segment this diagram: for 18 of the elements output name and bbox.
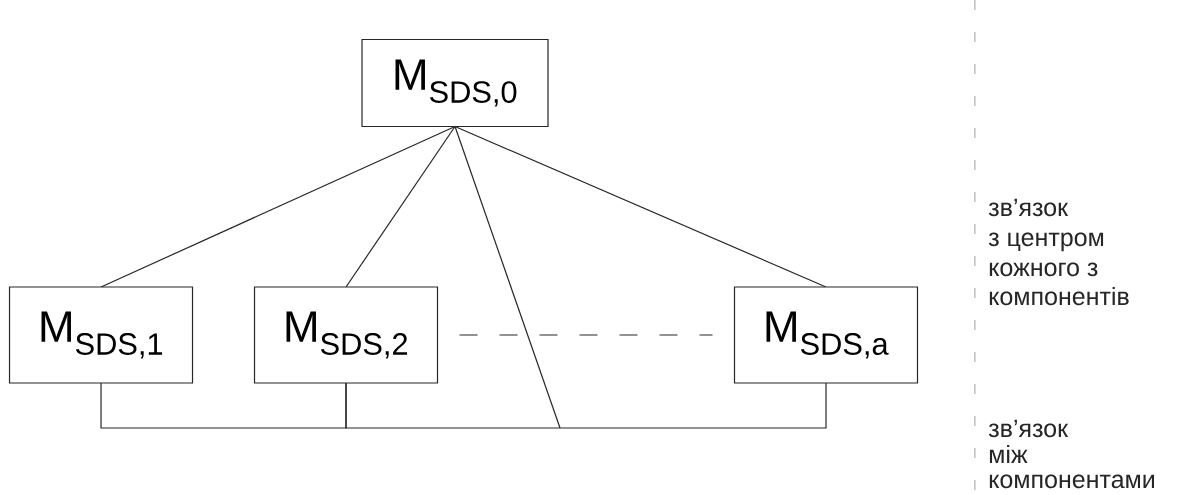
side-note: компонентами	[989, 474, 1154, 489]
side-note: компонентів	[989, 286, 1129, 306]
connector-line	[345, 125, 456, 288]
connector-line	[345, 382, 827, 429]
component-box: M$_{SDS,0}$	[361, 38, 549, 128]
component-box: M$_{SDS,2}$	[253, 286, 439, 384]
connector-line	[100, 125, 456, 288]
side-note: між	[989, 444, 1028, 463]
connector-line	[454, 125, 561, 429]
component-box: M$_{SDS,a}$	[733, 286, 919, 384]
side-note: зв’язок	[988, 419, 1069, 438]
component-box: M$_{SDS,1}$	[8, 286, 194, 384]
connector-line	[458, 334, 714, 336]
connector-line	[454, 125, 827, 288]
side-note: зв’язок	[988, 198, 1069, 217]
connector-line	[100, 382, 347, 429]
side-note: з центром	[988, 232, 1104, 252]
side-note: кожного з	[989, 262, 1098, 277]
